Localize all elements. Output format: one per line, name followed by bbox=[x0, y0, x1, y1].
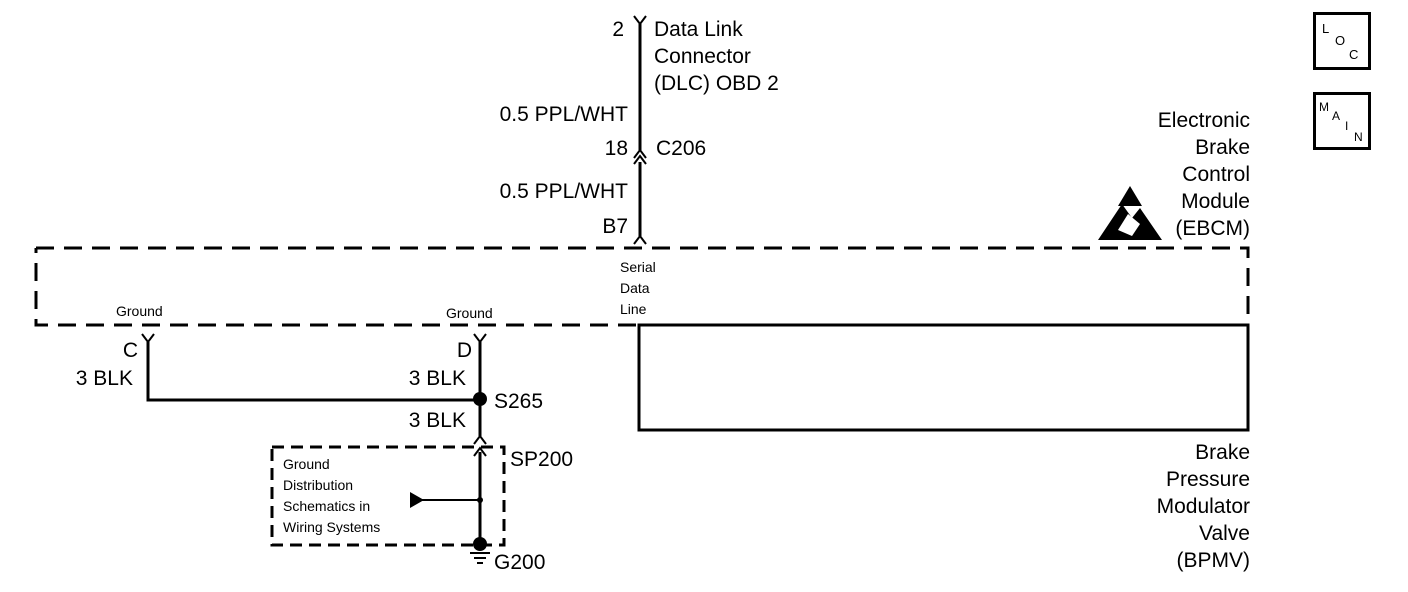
loc-letter-1: L bbox=[1322, 21, 1329, 36]
ground-g200-dot bbox=[473, 537, 487, 551]
bpmv-label-line-5: (BPMV) bbox=[1177, 549, 1251, 572]
serial-data-label-line-1: Serial bbox=[620, 259, 656, 275]
dlc-label-line-3: (DLC) OBD 2 bbox=[654, 72, 779, 95]
loc-letter-3: C bbox=[1349, 47, 1358, 62]
ground-c-label: Ground bbox=[116, 303, 163, 319]
ebcm-label-line-1: Electronic bbox=[1158, 109, 1250, 132]
sp200-label: SP200 bbox=[510, 448, 573, 471]
dlc-label-line-2: Connector bbox=[654, 45, 751, 68]
bpmv-label-line-2: Pressure bbox=[1166, 468, 1250, 491]
wire-lower-label: 0.5 PPL/WHT bbox=[500, 180, 629, 203]
splice-wire-below: 3 BLK bbox=[409, 409, 466, 432]
ground-dist-line-4: Wiring Systems bbox=[283, 519, 380, 535]
ebcm-label-line-2: Brake bbox=[1195, 136, 1250, 159]
main-letter-3: I bbox=[1345, 119, 1348, 133]
dlc-label-line-1: Data Link bbox=[654, 18, 743, 41]
dlc-connector-symbol bbox=[633, 15, 647, 26]
ground-c-pin: C bbox=[123, 339, 138, 362]
ground-d-connector-symbol bbox=[473, 333, 487, 344]
bpmv-label-line-1: Brake bbox=[1195, 441, 1250, 464]
c206-label: C206 bbox=[656, 137, 706, 160]
ground-dist-line-1: Ground bbox=[283, 456, 330, 472]
main-letter-2: A bbox=[1332, 109, 1340, 123]
main-button[interactable]: M A I N bbox=[1313, 92, 1371, 150]
ground-d-wire: 3 BLK bbox=[409, 367, 466, 390]
ebcm-pin-b7-symbol bbox=[633, 234, 647, 245]
c206-connector-symbol bbox=[633, 148, 647, 165]
dlc-pin: 2 bbox=[612, 18, 624, 41]
splice-s265-label: S265 bbox=[494, 390, 543, 413]
main-letter-4: N bbox=[1354, 130, 1363, 144]
loc-icon: L O C bbox=[1322, 21, 1358, 62]
wire-ground-c-to-s265 bbox=[146, 342, 480, 402]
ebcm-module-boundary bbox=[34, 246, 1250, 327]
ebcm-label-line-4: Module bbox=[1181, 190, 1250, 213]
splice-s265-dot bbox=[473, 392, 487, 406]
main-letter-1: M bbox=[1319, 100, 1329, 114]
ebcm-label-line-5: (EBCM) bbox=[1175, 217, 1250, 240]
ground-d-label: Ground bbox=[446, 305, 493, 321]
main-icon: M A I N bbox=[1319, 100, 1363, 144]
ground-c-wire: 3 BLK bbox=[76, 367, 133, 390]
serial-data-label-line-3: Line bbox=[620, 301, 647, 317]
ground-distribution-box bbox=[270, 445, 506, 547]
sp200-connector-symbol bbox=[473, 434, 487, 457]
bpmv-box bbox=[637, 323, 1250, 432]
reference-tap-dot bbox=[477, 497, 483, 503]
ground-c-connector-symbol bbox=[141, 333, 155, 344]
g200-label: G200 bbox=[494, 551, 545, 574]
ebcm-pin-b7: B7 bbox=[602, 215, 628, 238]
ebcm-label-line-3: Control bbox=[1182, 163, 1250, 186]
c206-pin: 18 bbox=[605, 137, 628, 160]
serial-data-label-line-2: Data bbox=[620, 280, 650, 296]
loc-letter-2: O bbox=[1335, 33, 1345, 48]
ground-d-pin: D bbox=[457, 339, 472, 362]
ground-dist-line-3: Schematics in bbox=[283, 498, 370, 514]
wire-upper-label: 0.5 PPL/WHT bbox=[500, 103, 629, 126]
ground-symbol-icon bbox=[470, 552, 490, 564]
bpmv-label-line-3: Modulator bbox=[1157, 495, 1250, 518]
esd-warning-icon bbox=[1098, 186, 1162, 240]
reference-arrow-icon bbox=[410, 492, 424, 508]
ground-dist-line-2: Distribution bbox=[283, 477, 353, 493]
loc-button[interactable]: L O C bbox=[1313, 12, 1371, 70]
bpmv-label-line-4: Valve bbox=[1199, 522, 1250, 545]
